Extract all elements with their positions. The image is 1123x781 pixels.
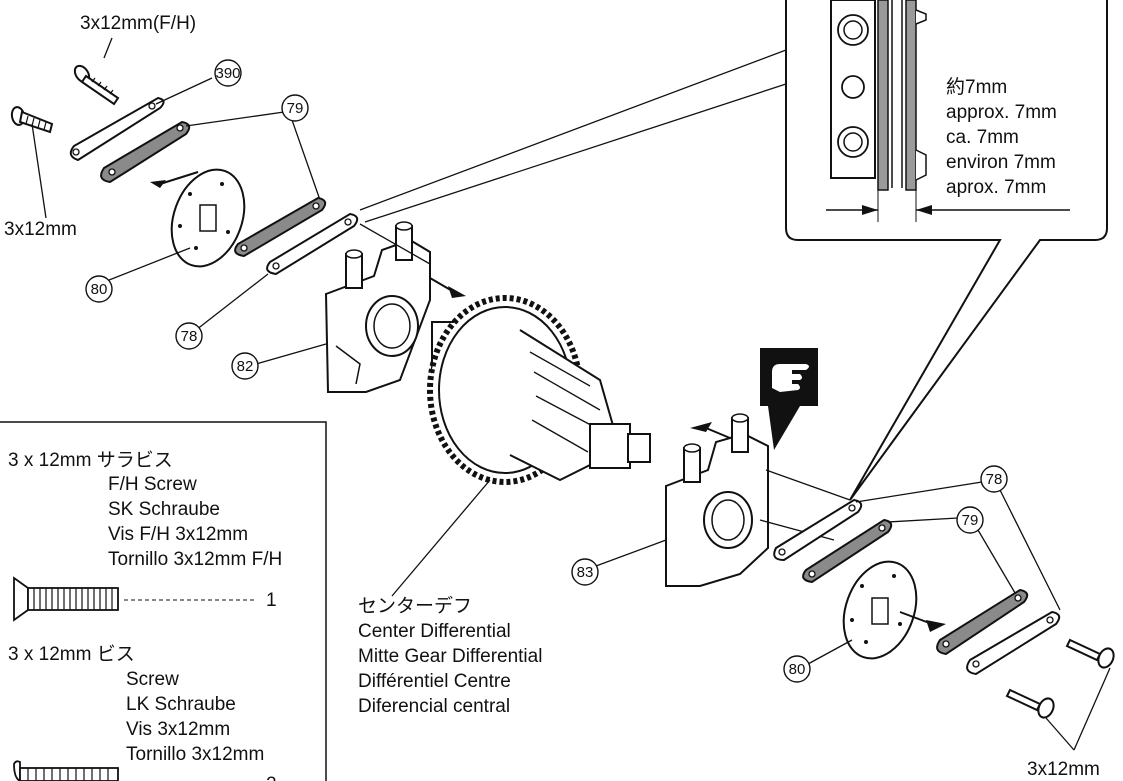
inset-pointer-line-1: [359, 49, 787, 211]
callout-78a-circle: [175, 322, 203, 350]
center-diff-label-de: Mitte Gear Differential: [358, 646, 542, 667]
plate-79-right-upper: [802, 518, 893, 584]
parts-item1-name-es: Tornillo 3x12mm F/H: [108, 549, 282, 570]
callout-79b-circle: [956, 506, 984, 534]
pointing-hand-icon: [760, 348, 818, 450]
screw-actual-size: [13, 760, 119, 781]
parts-item1-heading: 3 x 12mm サラビス: [8, 449, 173, 471]
parts-item2-name-fr: Vis 3x12mm: [126, 719, 230, 740]
callout-79a: 79: [287, 100, 304, 117]
inset-dim-label-3: ca. 7mm: [946, 127, 1019, 148]
callout-79b: 79: [962, 512, 979, 529]
screw-label-left: 3x12mm: [4, 219, 77, 240]
callout-80a-circle: [85, 275, 113, 303]
callout-78b: 78: [986, 471, 1003, 488]
callout-80a: 80: [91, 281, 108, 298]
slipper-pad-80-left: [170, 168, 246, 268]
inset-dim-label-1: 約7mm: [946, 76, 1007, 98]
slipper-pad-80-right: [842, 560, 918, 660]
plate-78-left: [266, 212, 359, 276]
plate-78-right-lower: [966, 610, 1061, 676]
inset-pointer-line-2: [364, 83, 787, 223]
inset-dim-label-2: approx. 7mm: [946, 102, 1057, 123]
inset-dim-label-5: aprox. 7mm: [946, 177, 1046, 198]
callout-78b-circle: [980, 465, 1008, 493]
arrow-left-2: [690, 422, 712, 432]
screw-label-top-fh: 3x12mm(F/H): [80, 13, 196, 34]
callout-79a-circle: [281, 94, 309, 122]
plate-79-middle-left: [234, 196, 327, 258]
parts-item1-name-fr: Vis F/H 3x12mm: [108, 524, 248, 545]
callout-82: 82: [237, 358, 254, 375]
callout-83: 83: [577, 564, 594, 581]
parts-item1-name-de: SK Schraube: [108, 499, 220, 520]
callout-82-circle: [231, 352, 259, 380]
plate-390: [69, 96, 165, 162]
parts-item2-qty: 2: [266, 774, 277, 781]
inset-callout: 約7mm approx. 7mm ca. 7mm environ 7mm apr…: [359, 0, 1108, 501]
parts-item2-name-es: Tornillo 3x12mm: [126, 744, 264, 765]
fh-screw-top: [73, 64, 120, 106]
inset-detail-drawing: [826, 0, 1070, 222]
parts-box: 3 x 12mm サラビス F/H Screw SK Schraube Vis …: [0, 421, 327, 781]
screw-right-lower: [1005, 688, 1055, 719]
callout-390: 390: [215, 65, 240, 82]
callout-390-circle: [214, 59, 242, 87]
plate-79-upper-left: [100, 120, 191, 184]
parts-item1-qty: 1: [266, 590, 277, 611]
arrow-left: [150, 180, 166, 188]
center-diff-label-en: Center Differential: [358, 621, 511, 642]
callout-80b: 80: [789, 661, 806, 678]
center-diff-label-ja: センターデフ: [358, 595, 472, 617]
screw-left: [10, 106, 54, 134]
parts-item1-name-en: F/H Screw: [108, 474, 197, 495]
callout-80b-circle: [783, 655, 811, 683]
diff-mount-83: [665, 413, 769, 587]
diff-mount-82: [324, 221, 431, 393]
plate-79-right-lower: [936, 588, 1029, 656]
callout-83-circle: [571, 558, 599, 586]
center-diff-label-fr: Différentiel Centre: [358, 671, 511, 692]
inset-dim-label-4: environ 7mm: [946, 152, 1056, 173]
callout-78a: 78: [181, 328, 198, 345]
arrow-to-right: [448, 286, 466, 298]
fh-screw-actual-size: [13, 576, 119, 622]
screw-right-upper: [1065, 638, 1115, 669]
parts-item2-heading: 3 x 12mm ビス: [8, 643, 135, 665]
center-diff-label-es: Diferencial central: [358, 696, 510, 717]
center-differential-gear: [427, 295, 651, 485]
screw-label-bottom-right: 3x12mm: [1027, 759, 1100, 780]
parts-item2-name-de: LK Schraube: [126, 694, 236, 715]
parts-item2-name-en: Screw: [126, 669, 179, 690]
arrow-right: [926, 620, 946, 632]
